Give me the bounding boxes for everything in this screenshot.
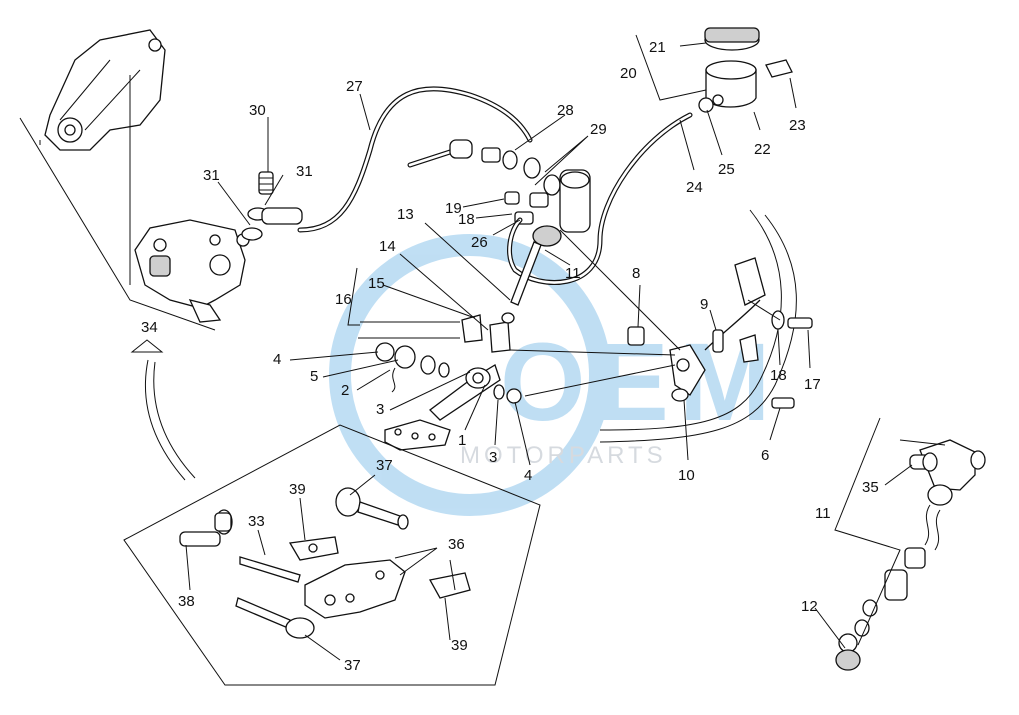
label-30: 30 [249,102,266,119]
label-23: 23 [789,117,806,134]
label-29: 29 [590,121,607,138]
fluid-reservoir [698,27,793,113]
label-35: 35 [862,479,879,496]
label-11-side: 11 [815,505,831,522]
label-31-right: 31 [296,163,313,180]
bleeder-screw [258,171,274,195]
label-37-bottom: 37 [344,657,361,674]
label-24: 24 [686,179,703,196]
label-36: 36 [448,536,465,553]
label-9: 9 [700,296,708,313]
label-6: 6 [761,447,769,464]
label-12: 12 [801,598,818,615]
label-3-left: 3 [376,401,384,418]
label-38: 38 [178,593,195,610]
label-28: 28 [557,102,574,119]
label-39-top: 39 [289,481,306,498]
label-2: 2 [341,382,349,399]
label-39-bottom: 39 [451,637,468,654]
label-13: 13 [397,206,414,223]
label-8: 8 [632,265,640,282]
watermark-subtitle: MOTORPARTS [460,442,667,469]
label-27: 27 [346,78,363,95]
label-4-right: 4 [524,467,532,484]
label-37-top: 37 [376,457,393,474]
label-31-left: 31 [203,167,220,184]
label-26: 26 [471,234,488,251]
label-25: 25 [718,161,735,178]
label-33: 33 [248,513,265,530]
brake-pedal [384,364,501,451]
master-cylinder-exploded [835,439,986,671]
brake-caliper [134,219,250,323]
label-1: 1 [458,432,466,449]
part-labels: 30 31 31 27 28 29 21 20 23 22 24 25 19 1… [141,39,879,674]
label-18-top: 18 [458,211,475,228]
label-18-right: 18 [770,367,787,384]
caliper-bracket [44,29,166,151]
label-20: 20 [620,65,637,82]
leader-lines [185,34,913,661]
label-15: 15 [368,275,385,292]
label-19: 19 [445,200,462,217]
master-cylinder [504,169,591,247]
label-16: 16 [335,291,352,308]
watermark-logo-ring [329,234,611,516]
label-11-main: 11 [565,265,581,282]
label-10: 10 [678,467,695,484]
label-22: 22 [754,141,771,158]
label-17: 17 [804,376,821,393]
label-21: 21 [649,39,666,56]
label-34: 34 [141,319,158,336]
label-4-left: 4 [273,351,281,368]
label-5: 5 [310,368,318,385]
label-3-right: 3 [489,449,497,466]
label-14: 14 [379,238,396,255]
